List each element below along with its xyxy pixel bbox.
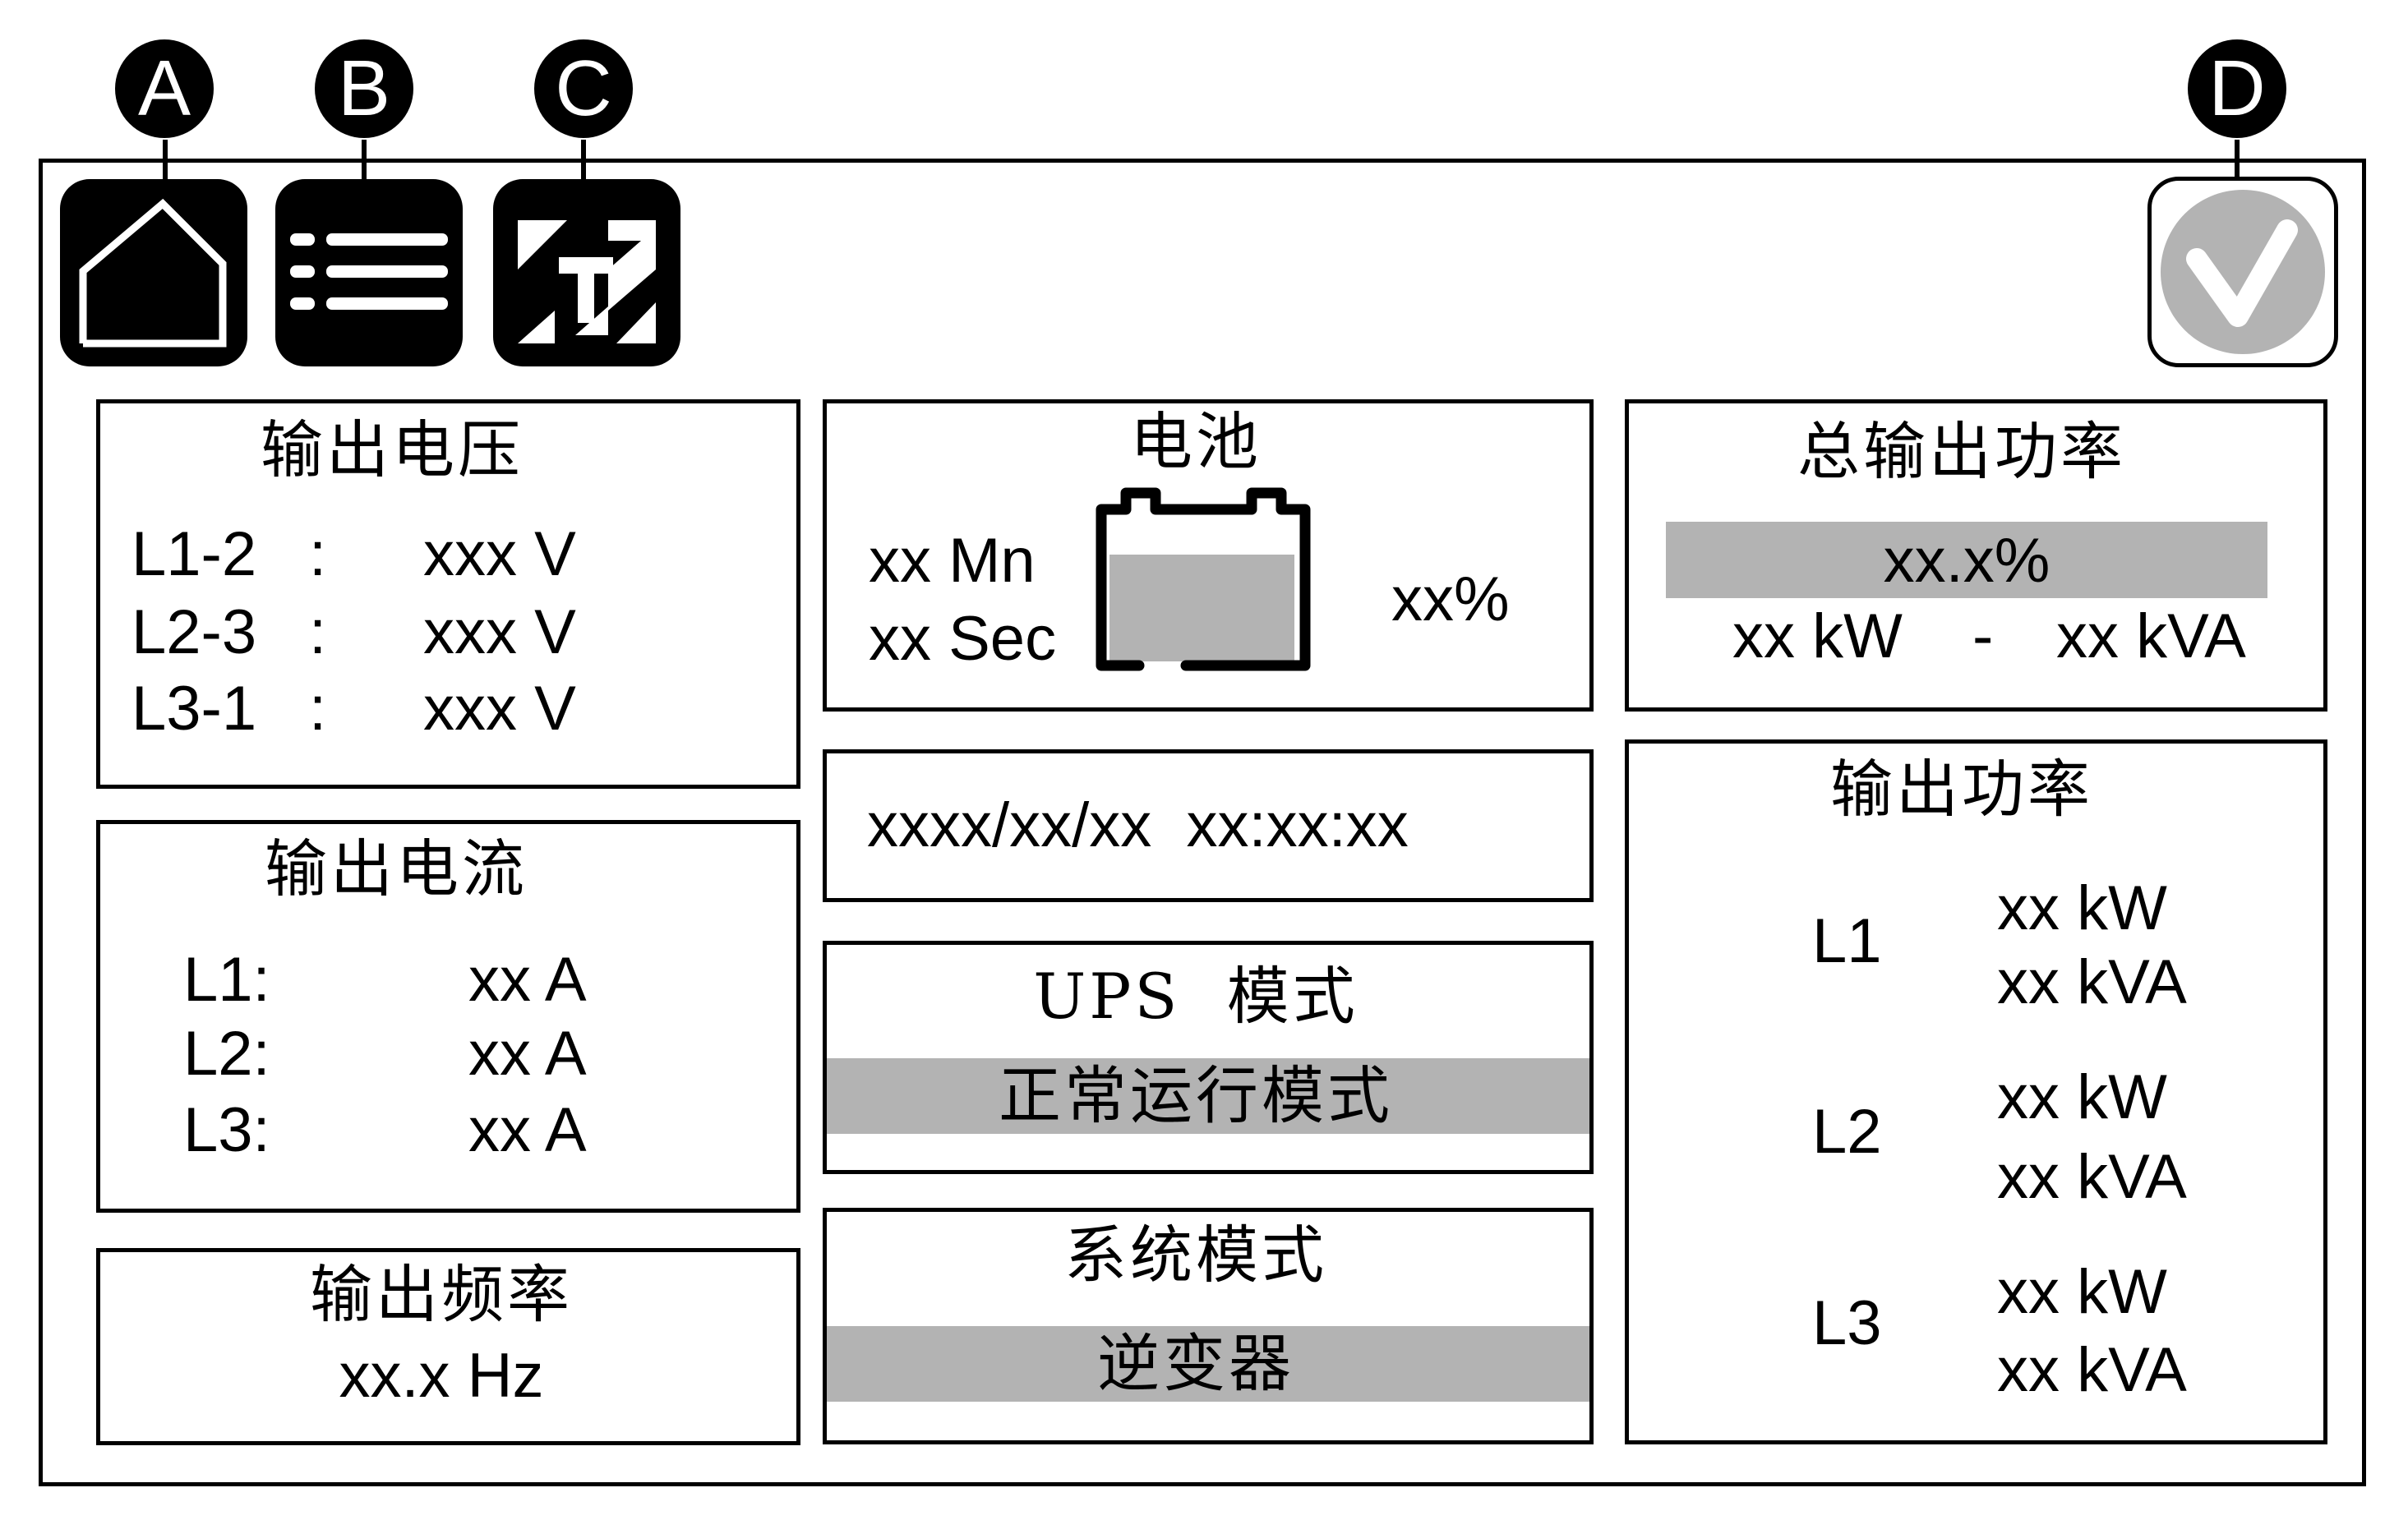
output-power-title: 输出功率	[1830, 753, 2093, 826]
total-output-power-kw: xx kW	[1732, 601, 1903, 671]
voltage-row-label: L1-2	[131, 519, 257, 589]
ups-mode-value: 正常运行模式	[999, 1059, 1393, 1132]
menu-list-icon	[290, 233, 448, 310]
callout-b-leader	[362, 140, 367, 205]
callout-c: C	[534, 39, 633, 138]
check-icon	[2161, 190, 2325, 354]
voltage-row-value: xxx V	[423, 597, 576, 667]
current-row-label: L3:	[183, 1095, 270, 1165]
tools-icon	[518, 220, 656, 343]
menu-button[interactable]	[275, 179, 463, 366]
voltage-row-value: xxx V	[423, 674, 576, 744]
ups-mode-title: UPS 模式	[1033, 960, 1359, 1033]
home-button[interactable]	[60, 179, 247, 366]
output-frequency-title: 输出频率	[310, 1258, 573, 1331]
current-row-value: xx A	[468, 945, 587, 1015]
callout-d-leader	[2235, 140, 2240, 189]
output-frequency-panel	[96, 1248, 800, 1445]
datetime-panel	[823, 749, 1594, 902]
output-voltage-panel	[96, 399, 800, 789]
battery-runtime-sec: xx Sec	[869, 604, 1057, 674]
callout-c-leader	[581, 140, 586, 205]
system-mode-title: 系统模式	[1064, 1218, 1327, 1292]
status-button[interactable]	[2147, 177, 2338, 367]
output-power-row-kva: xx kVA	[1997, 947, 2187, 1017]
output-current-panel	[96, 820, 800, 1213]
system-mode-value: 逆变器	[1097, 1327, 1294, 1400]
callout-a: A	[115, 39, 214, 138]
battery-charge: xx%	[1391, 564, 1510, 634]
voltage-row-label: L2-3	[131, 597, 257, 667]
output-current-title: 输出电流	[265, 832, 528, 905]
output-power-row-kw: xx kW	[1997, 1257, 2167, 1327]
output-power-row-label: L1	[1812, 906, 1882, 976]
home-icon	[79, 198, 227, 348]
output-power-panel	[1625, 739, 2327, 1444]
callout-a-leader	[163, 140, 168, 214]
voltage-row-sep: :	[309, 674, 327, 744]
current-row-value: xx A	[468, 1019, 587, 1089]
output-power-row-kva: xx kVA	[1997, 1335, 2187, 1405]
voltage-row-sep: :	[309, 519, 327, 589]
output-power-row-kw: xx kW	[1997, 1062, 2167, 1132]
total-output-power-dash: -	[1972, 601, 1994, 671]
datetime-value: xxxx/xx/xx xx:xx:xx	[867, 790, 1409, 860]
total-output-power-title: 总输出功率	[1797, 415, 2126, 488]
ups-mode-panel	[823, 941, 1594, 1174]
voltage-row-label: L3-1	[131, 674, 257, 744]
current-row-value: xx A	[468, 1095, 587, 1165]
total-output-power-percent: xx.x%	[1883, 526, 2050, 596]
system-mode-highlight	[827, 1326, 1589, 1402]
callout-b: B	[315, 39, 413, 138]
output-power-row-kva: xx kVA	[1997, 1142, 2187, 1212]
voltage-row-value: xxx V	[423, 519, 576, 589]
battery-title: 电池	[1130, 405, 1262, 478]
output-power-row-label: L2	[1812, 1097, 1882, 1167]
total-output-power-kva: xx kVA	[2056, 601, 2246, 671]
tools-button[interactable]	[493, 179, 680, 366]
current-row-label: L2:	[183, 1019, 270, 1089]
output-frequency-value: xx.x Hz	[339, 1341, 544, 1411]
total-output-power-bar	[1666, 522, 2267, 598]
output-power-row-label: L3	[1812, 1288, 1882, 1358]
output-power-row-kw: xx kW	[1997, 873, 2167, 943]
callout-d: D	[2188, 39, 2286, 138]
voltage-row-sep: :	[309, 597, 327, 667]
battery-icon	[1096, 487, 1311, 671]
output-voltage-title: 输出电压	[261, 413, 524, 486]
battery-runtime-min: xx Mn	[869, 526, 1036, 596]
current-row-label: L1:	[183, 945, 270, 1015]
ups-mode-highlight	[827, 1058, 1589, 1134]
